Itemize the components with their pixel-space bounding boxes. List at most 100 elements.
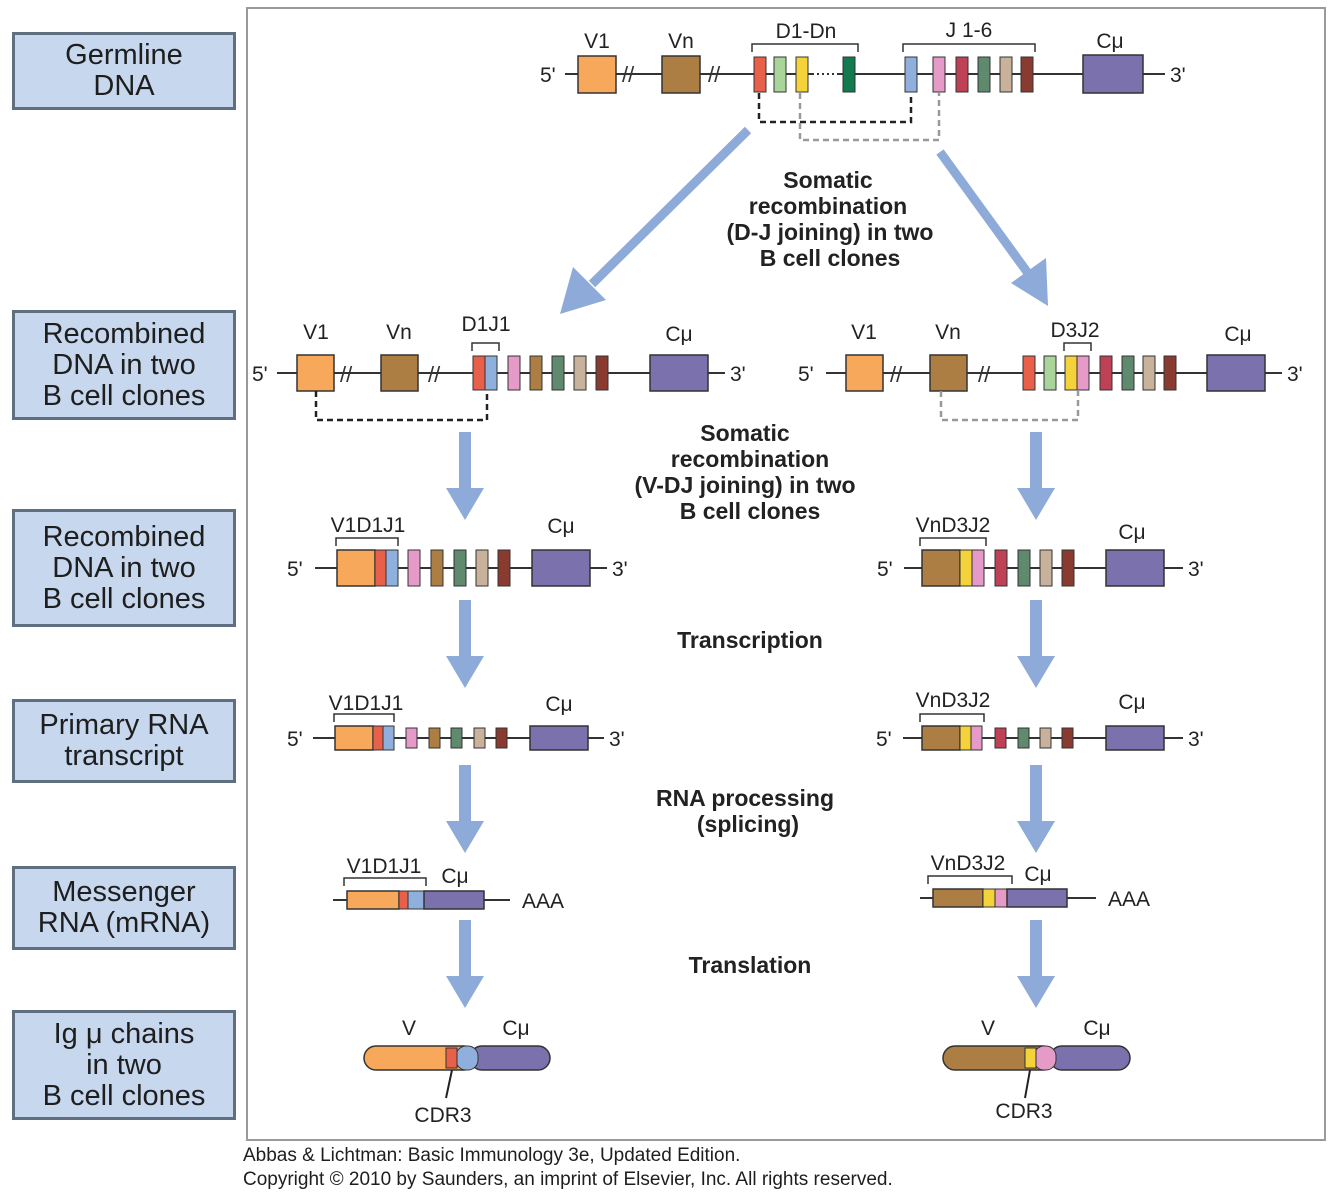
vertical-arrows — [446, 432, 1055, 1008]
v1d1j1-bracket — [343, 877, 427, 886]
j2-segment — [405, 727, 418, 749]
recombined-vdj-right: VnD3J2 Cμ 5' 3' — [877, 514, 1204, 587]
j5-segment — [1039, 549, 1053, 587]
ig-chain-left: V Cμ CDR3 — [363, 1017, 551, 1127]
cdr3-label: CDR3 — [995, 1100, 1052, 1123]
cmu-segment — [1006, 888, 1068, 908]
germline-d3-segment — [795, 56, 809, 93]
j4-segment — [453, 549, 467, 587]
five-prime-label: 5' — [876, 728, 892, 751]
vnd3j2-label: VnD3J2 — [916, 689, 991, 712]
cmu-label: Cμ — [1024, 863, 1051, 886]
j4-segment — [551, 355, 565, 391]
j5-segment — [573, 355, 587, 391]
recombined-vdj-left: V1D1J1 Cμ 5' 3' — [287, 514, 628, 587]
v1-segment — [296, 354, 335, 392]
five-prime-label: 5' — [252, 363, 268, 386]
j4-segment — [1017, 727, 1030, 749]
three-prime-label: 3' — [730, 363, 746, 386]
recombined-dj-right: // // V1 Vn D3J2 Cμ 5' 3' — [798, 319, 1303, 422]
cmu-label: Cμ — [1118, 521, 1145, 544]
cmu-segment — [649, 354, 709, 392]
vnd3j2-label: VnD3J2 — [916, 514, 991, 537]
step-vdj-line-3: (V-DJ joining) in two — [634, 472, 855, 498]
j3-segment — [428, 727, 441, 749]
step-translation: Translation — [689, 952, 812, 978]
germline-vn-label: Vn — [668, 30, 694, 53]
cmu-label: Cμ — [441, 865, 468, 888]
j5-segment — [1142, 355, 1156, 391]
v1-segment — [346, 890, 400, 910]
cdr3-label: CDR3 — [414, 1104, 471, 1127]
cmu-label: Cμ — [545, 693, 572, 716]
d1-segment — [398, 890, 409, 910]
five-prime-label: 5' — [287, 558, 303, 581]
j2-segment — [994, 888, 1008, 908]
v1-segment — [336, 549, 376, 587]
v1-label: V1 — [303, 321, 329, 344]
vdj-joining-dashes — [314, 391, 489, 422]
dj-arrows — [560, 126, 1048, 314]
three-prime-label: 3' — [1188, 728, 1204, 751]
d1j1-label: D1J1 — [461, 313, 510, 336]
vn-label: Vn — [935, 321, 961, 344]
j1-region — [455, 1045, 479, 1071]
break-mark: // — [708, 62, 721, 87]
j3-segment — [529, 355, 543, 391]
germline-cmu-segment — [1082, 54, 1144, 94]
germline-5prime: 5' — [540, 64, 556, 87]
d1-segment — [472, 355, 486, 391]
step-dj-line-3: (D-J joining) in two — [727, 219, 934, 245]
v1d1j1-bracket — [333, 713, 395, 722]
stage-label-recombined-dj: Recombined DNA in two B cell clones — [12, 310, 236, 420]
primary-rna-right: VnD3J2 Cμ 5' 3' — [876, 689, 1204, 751]
break-mark: // — [340, 362, 353, 387]
cdr3-pointer — [445, 1069, 453, 1099]
j3-segment — [994, 727, 1007, 749]
j5-segment — [1039, 727, 1052, 749]
cmu-label: Cμ — [502, 1017, 529, 1040]
j2-segment — [507, 355, 521, 391]
step-vdj-joining: Somatic recombination (V-DJ joining) in … — [634, 420, 855, 524]
vn-segment — [380, 354, 419, 392]
cmu-segment — [1206, 354, 1266, 392]
three-prime-label: 3' — [612, 558, 628, 581]
j6-segment — [1061, 549, 1075, 587]
d3-segment — [982, 888, 996, 908]
credit-line-1: Abbas & Lichtman: Basic Immunology 3e, U… — [243, 1145, 741, 1166]
break-mark: // — [428, 362, 441, 387]
poly-a-label: AAA — [1108, 888, 1150, 911]
v1-segment — [845, 354, 884, 392]
j6-segment — [1163, 355, 1177, 391]
v1-segment — [334, 725, 374, 751]
vn-segment — [929, 354, 968, 392]
j6-segment — [595, 355, 609, 391]
j3-segment — [994, 549, 1008, 587]
germline-dn-segment — [842, 56, 856, 93]
break-mark: // — [622, 62, 635, 87]
j1-segment — [407, 890, 425, 910]
step-vdj-line-2: recombination — [671, 446, 829, 472]
vn-label: Vn — [386, 321, 412, 344]
step-dj-line-4: B cell clones — [760, 245, 901, 271]
step-dj-line-1: Somatic — [783, 167, 873, 193]
vn-segment — [921, 725, 961, 751]
five-prime-label: 5' — [877, 558, 893, 581]
five-prime-label: 5' — [287, 728, 303, 751]
cdr3-region — [1024, 1047, 1037, 1069]
v1d1j1-label: V1D1J1 — [331, 514, 406, 537]
break-mark: // — [978, 362, 991, 387]
stage-label-mrna: Messenger RNA (mRNA) — [12, 866, 236, 950]
j3-segment — [1099, 355, 1113, 391]
cmu-label: Cμ — [1118, 691, 1145, 714]
stage-label-recombined-vdj: Recombined DNA in two B cell clones — [12, 509, 236, 627]
step-rna-line-2: (splicing) — [697, 811, 799, 837]
step-rna-processing: RNA processing (splicing) — [656, 785, 834, 837]
three-prime-label: 3' — [1287, 363, 1303, 386]
credit-line-2: Copyright © 2010 by Saunders, an imprint… — [243, 1169, 893, 1190]
cmu-label: Cμ — [547, 515, 574, 538]
vn-segment — [932, 888, 984, 908]
d3-segment — [1064, 355, 1078, 391]
j2-segment — [970, 725, 983, 751]
